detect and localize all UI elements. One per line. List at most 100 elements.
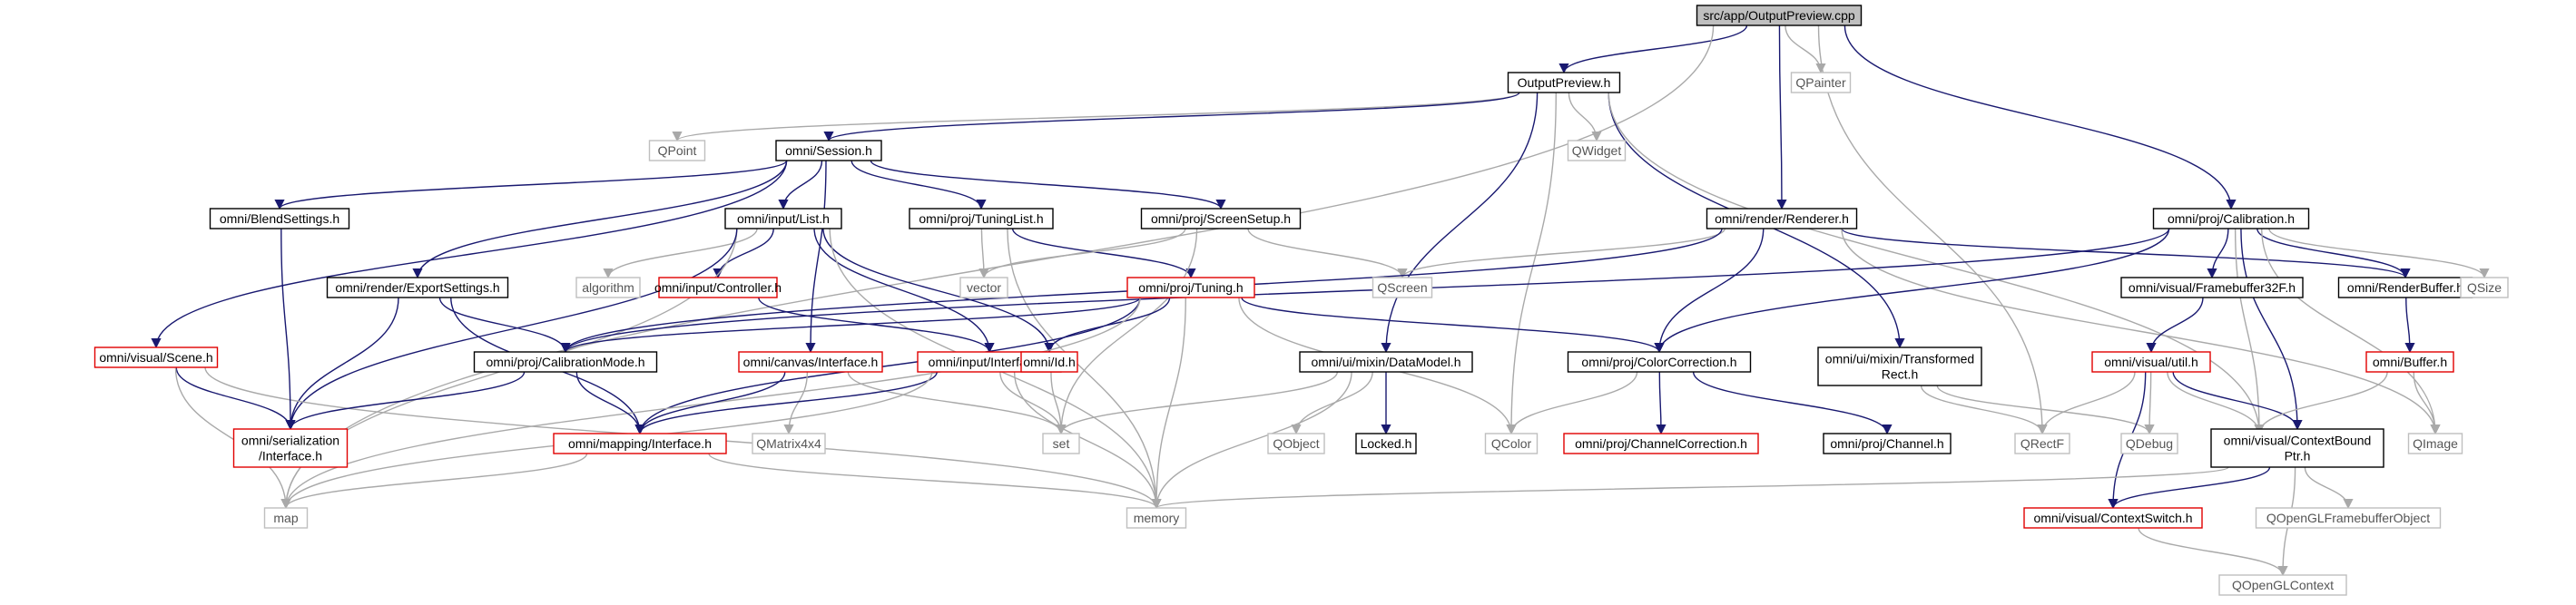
edge-root-to-qrectf xyxy=(1817,24,2048,435)
edge-calibration-to-qrect xyxy=(2234,228,2265,435)
edge-colorcorr-to-qcolor xyxy=(1506,371,1638,435)
node-qpoint[interactable]: QPoint xyxy=(648,140,706,161)
node-label-qmatrix: QMatrix4x4 xyxy=(756,436,821,451)
edge-outputpreview-to-datamodel xyxy=(1381,92,1539,354)
node-label-locked: Locked.h xyxy=(1361,436,1412,451)
node-channelcorr[interactable]: omni/proj/ChannelCorrection.h xyxy=(1563,433,1759,454)
edge-tuninglist-to-tuning xyxy=(1011,228,1196,279)
node-tuninglist[interactable]: omni/proj/TuningList.h xyxy=(909,208,1054,229)
node-label-contextbound-1: Ptr.h xyxy=(2285,449,2311,464)
edge-outputpreview-to-qpoint xyxy=(672,92,1520,142)
node-qsize[interactable]: QSize xyxy=(2460,277,2509,298)
node-blend[interactable]: omni/BlendSettings.h xyxy=(209,208,350,229)
edge-tuning-to-memory xyxy=(1151,297,1186,510)
node-label-qwidget: QWidget xyxy=(1572,143,1622,158)
edge-layer xyxy=(151,24,2490,577)
edge-inputlist-to-id xyxy=(822,228,1055,354)
node-calibmode[interactable]: omni/proj/CalibrationMode.h xyxy=(473,351,658,373)
node-box-visualscene xyxy=(93,346,219,368)
node-canvasif[interactable]: omni/canvas/Interface.h xyxy=(738,351,883,373)
node-label-qoglctx: QOpenGLContext xyxy=(2232,578,2334,592)
edge-session-to-canvasif xyxy=(805,160,827,354)
node-algorithm[interactable]: algorithm xyxy=(575,277,641,298)
node-qdebug[interactable]: QDebug xyxy=(2120,433,2178,454)
node-qcolor[interactable]: QColor xyxy=(1484,433,1539,454)
node-contextswitch[interactable]: omni/visual/ContextSwitch.h xyxy=(2023,507,2203,529)
node-channel[interactable]: omni/proj/Channel.h xyxy=(1823,433,1952,454)
node-box-screensetup xyxy=(1140,208,1302,229)
node-colorcorr[interactable]: omni/proj/ColorCorrection.h xyxy=(1567,351,1752,373)
node-qwidget[interactable]: QWidget xyxy=(1567,140,1627,161)
node-box-inputlist xyxy=(724,208,842,229)
node-qscreen[interactable]: QScreen xyxy=(1372,277,1433,298)
node-box-exportsettings xyxy=(326,277,509,298)
node-label-channel: omni/proj/Channel.h xyxy=(1830,436,1943,451)
edge-inputif-to-mappingif xyxy=(634,371,938,435)
node-qrectf[interactable]: QRectF xyxy=(2014,433,2070,454)
node-controller[interactable]: omni/input/Controller.h xyxy=(654,277,782,298)
node-box-qwidget xyxy=(1567,140,1627,161)
node-box-datamodel xyxy=(1299,351,1473,373)
edge-buffer-to-qimage xyxy=(2413,371,2441,435)
node-outputpreview[interactable]: OutputPreview.h xyxy=(1507,72,1621,93)
node-locked[interactable]: Locked.h xyxy=(1355,433,1417,454)
node-set[interactable]: set xyxy=(1042,433,1080,454)
node-id[interactable]: omni/Id.h xyxy=(1020,351,1078,373)
node-qimage[interactable]: QImage xyxy=(2407,433,2463,454)
edge-tuning-to-id xyxy=(1044,297,1171,354)
node-exportsettings[interactable]: omni/render/ExportSettings.h xyxy=(326,277,509,298)
node-label-serialization-1: /Interface.h xyxy=(259,449,322,464)
node-tuning[interactable]: omni/proj/Tuning.h xyxy=(1126,277,1255,298)
edge-session-to-exportsettings xyxy=(412,160,788,279)
node-datamodel[interactable]: omni/ui/mixin/DataModel.h xyxy=(1299,351,1473,373)
edge-buffer-to-qrect xyxy=(2254,371,2388,435)
edge-root-to-calibration xyxy=(1844,24,2237,210)
edge-blend-to-serialization xyxy=(280,228,296,431)
node-session[interactable]: omni/Session.h xyxy=(775,140,882,161)
node-label-qimage: QImage xyxy=(2413,436,2458,451)
node-qoglfbo[interactable]: QOpenGLFramebufferObject xyxy=(2255,507,2442,529)
node-label-visualscene: omni/visual/Scene.h xyxy=(99,350,212,365)
node-qobject[interactable]: QObject xyxy=(1267,433,1325,454)
node-label-calibration: omni/proj/Calibration.h xyxy=(2168,211,2295,226)
node-label-qoglfbo: QOpenGLFramebufferObject xyxy=(2266,511,2430,525)
node-map[interactable]: map xyxy=(263,507,309,529)
node-box-serialization xyxy=(232,428,349,468)
node-qoglctx[interactable]: QOpenGLContext xyxy=(2218,574,2347,596)
node-label-canvasif: omni/canvas/Interface.h xyxy=(743,355,879,369)
node-label-mappingif: omni/mapping/Interface.h xyxy=(568,436,712,451)
node-box-qobject xyxy=(1267,433,1325,454)
node-mappingif[interactable]: omni/mapping/Interface.h xyxy=(553,433,727,454)
edge-fb32f-to-util xyxy=(2146,297,2204,354)
node-label-qscreen: QScreen xyxy=(1377,280,1427,295)
node-root[interactable]: src/app/OutputPreview.cpp xyxy=(1696,5,1863,26)
node-memory[interactable]: memory xyxy=(1126,507,1187,529)
node-label-vector: vector xyxy=(967,280,1001,295)
node-screensetup[interactable]: omni/proj/ScreenSetup.h xyxy=(1140,208,1302,229)
node-box-qdebug xyxy=(2120,433,2178,454)
node-visualscene[interactable]: omni/visual/Scene.h xyxy=(93,346,219,368)
node-fb32f[interactable]: omni/visual/Framebuffer32F.h xyxy=(2120,277,2304,298)
node-serialization[interactable]: omni/serialization/Interface.h xyxy=(232,428,349,468)
edge-outputpreview-to-qcolor xyxy=(1506,92,1557,435)
node-box-contextswitch xyxy=(2023,507,2203,529)
node-box-channel xyxy=(1823,433,1952,454)
node-label-screensetup: omni/proj/ScreenSetup.h xyxy=(1151,211,1291,226)
node-buffer[interactable]: omni/Buffer.h xyxy=(2365,351,2454,373)
node-vector[interactable]: vector xyxy=(959,277,1008,298)
node-box-transformedrect xyxy=(1817,346,1982,386)
node-label-controller: omni/input/Controller.h xyxy=(654,280,782,295)
node-box-contextbound xyxy=(2210,428,2384,468)
edge-renderer-to-colorcorr xyxy=(1654,228,1765,354)
node-box-channelcorr xyxy=(1563,433,1759,454)
node-renderer[interactable]: omni/render/Renderer.h xyxy=(1706,208,1858,229)
node-qpainter[interactable]: QPainter xyxy=(1790,72,1852,93)
node-calibration[interactable]: omni/proj/Calibration.h xyxy=(2152,208,2310,229)
node-inputlist[interactable]: omni/input/List.h xyxy=(724,208,842,229)
node-renderbuffer[interactable]: omni/RenderBuffer.h xyxy=(2337,277,2473,298)
node-qmatrix[interactable]: QMatrix4x4 xyxy=(752,433,826,454)
node-box-controller xyxy=(658,277,778,298)
node-util[interactable]: omni/visual/util.h xyxy=(2091,351,2211,373)
